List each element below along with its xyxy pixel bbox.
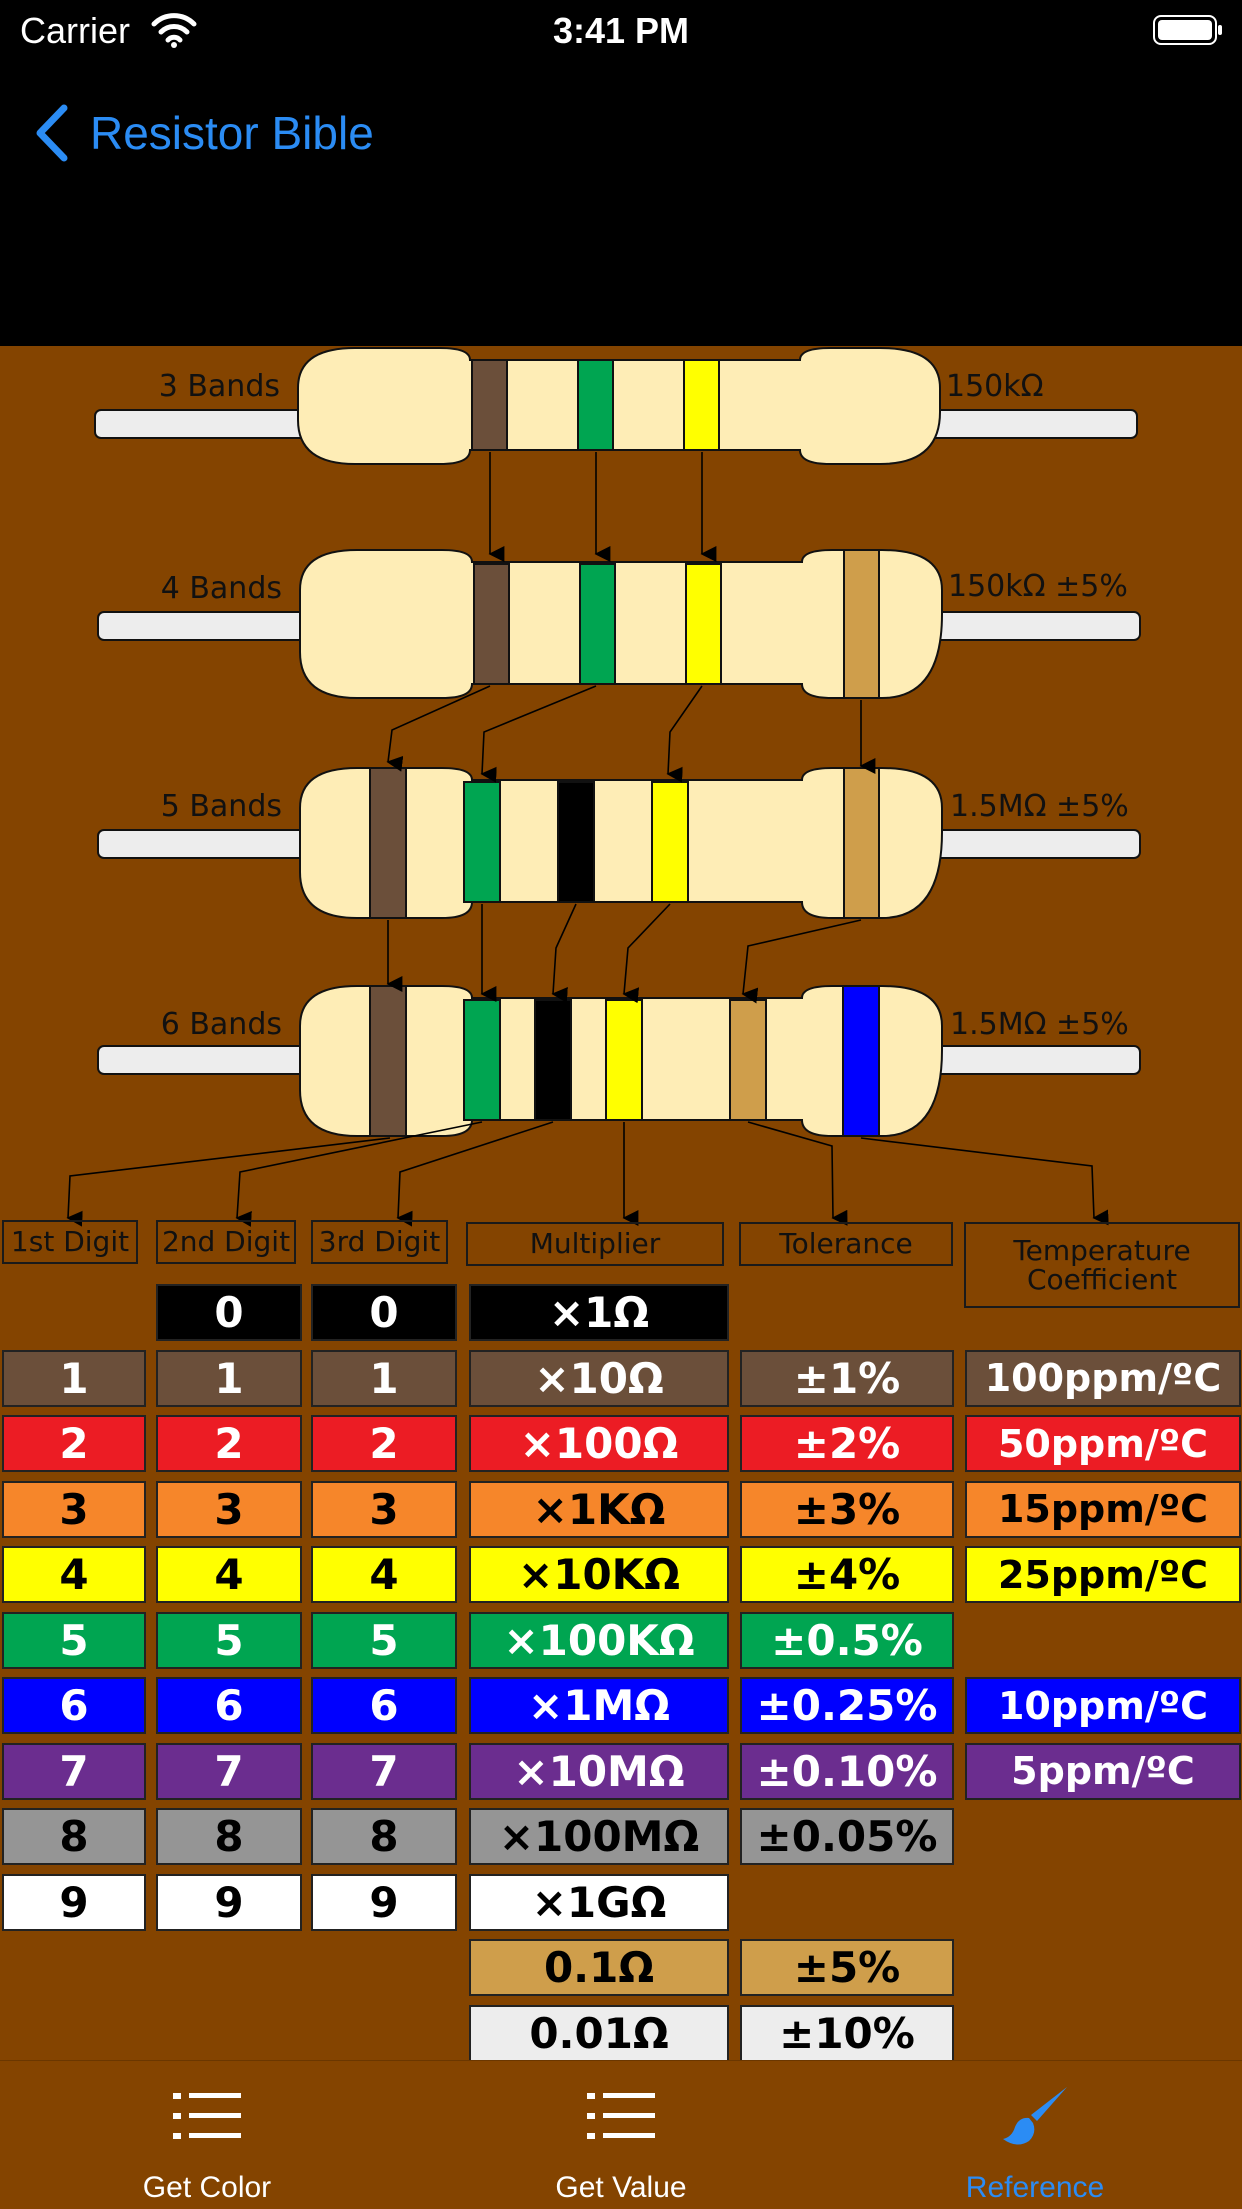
cell-mult-red: ×100Ω [469,1415,729,1472]
cell-temp-brown: 100ppm/ºC [965,1349,1241,1407]
resistor-4-bands [97,549,1141,699]
cell-d2-white: 9 [156,1873,302,1931]
resistor-5-bands [97,767,1141,919]
cell-d3-red: 2 [311,1415,457,1472]
header-2nd-digit: 2nd Digit [156,1220,296,1264]
cell-d1-orange: 3 [2,1480,146,1538]
cell-d3-black: 0 [311,1284,457,1341]
diagram-value-4-bands: 150kΩ ±5% [948,569,1128,604]
cell-d1-yellow: 4 [2,1546,146,1603]
cell-mult-brown: ×10Ω [469,1349,729,1407]
cell-d2-orange: 3 [156,1480,302,1538]
navigation-bar: Resistor Bible [0,62,1242,346]
header-3rd-digit: 3rd Digit [311,1220,448,1264]
cell-mult-orange: ×1KΩ [469,1480,729,1538]
cell-d2-blue: 6 [156,1677,302,1734]
cell-d3-white: 9 [311,1873,457,1931]
cell-d2-red: 2 [156,1415,302,1472]
cell-mult-gold: 0.1Ω [469,1939,729,1996]
chevron-left-icon [36,104,68,162]
tab-get-color[interactable]: Get Color [0,2061,414,2209]
resistor-diagram: 3 Bands 4 Bands 5 Bands 6 Bands 150kΩ 15… [66,347,1141,1227]
diagram-label-6-bands: 6 Bands [161,1007,282,1042]
cell-d3-yellow: 4 [311,1546,457,1603]
resistor-3-bands [94,347,1138,465]
cell-d1-red: 2 [2,1415,146,1472]
cell-mult-black: ×1Ω [469,1284,729,1341]
cell-d2-green: 5 [156,1611,302,1669]
cell-tol-yellow: ±4% [740,1546,954,1603]
cell-d2-violet: 7 [156,1742,302,1800]
diagram-label-4-bands: 4 Bands [161,571,282,606]
cell-mult-violet: ×10MΩ [469,1742,729,1800]
list-icon [173,2093,241,2139]
cell-d3-orange: 3 [311,1480,457,1538]
cell-d3-brown: 1 [311,1349,457,1407]
cell-temp-red: 50ppm/ºC [965,1415,1241,1472]
cell-temp-violet: 5ppm/ºC [965,1742,1241,1800]
paintbrush-icon [1003,2087,1067,2145]
cell-tol-orange: ±3% [740,1480,954,1538]
cell-tol-silver: ±10% [740,2004,954,2060]
tab-reference[interactable]: Reference [828,2061,1242,2209]
cell-mult-gray: ×100MΩ [469,1808,729,1865]
list-icon [587,2093,655,2139]
cell-d1-gray: 8 [2,1808,146,1865]
cell-d2-brown: 1 [156,1349,302,1407]
connector-arrows [66,452,1109,1227]
cell-mult-green: ×100KΩ [469,1611,729,1669]
cell-d1-brown: 1 [2,1349,146,1407]
cell-mult-blue: ×1MΩ [469,1677,729,1734]
cell-d1-violet: 7 [2,1742,146,1800]
header-tolerance: Tolerance [739,1222,953,1266]
cell-d1-white: 9 [2,1873,146,1931]
diagram-value-6-bands: 1.5MΩ ±5% [950,1007,1129,1042]
diagram-label-3-bands: 3 Bands [159,369,280,404]
header-multiplier: Multiplier [466,1222,724,1266]
cell-tol-blue: ±0.25% [740,1677,954,1734]
cell-mult-silver: 0.01Ω [469,2004,729,2060]
cell-tol-red: ±2% [740,1415,954,1472]
tab-reference-label: Reference [965,2171,1105,2204]
cell-temp-yellow: 25ppm/ºC [965,1546,1241,1603]
cell-d2-black: 0 [156,1284,302,1341]
cell-tol-brown: ±1% [740,1349,954,1407]
battery-icon [1153,15,1222,45]
reference-chart: 3 Bands 4 Bands 5 Bands 6 Bands 150kΩ 15… [0,346,1242,2060]
cell-mult-yellow: ×10KΩ [469,1546,729,1603]
header-temperature-coefficient: Temperature Coefficient [964,1222,1240,1308]
cell-d3-gray: 8 [311,1808,457,1865]
cell-tol-gray: ±0.05% [740,1808,954,1865]
back-button[interactable]: Resistor Bible [32,98,374,168]
cell-d3-blue: 6 [311,1677,457,1734]
cell-d1-green: 5 [2,1611,146,1669]
tab-bar: Get Color Get Value Reference [0,2060,1242,2209]
cell-tol-violet: ±0.10% [740,1742,954,1800]
cell-temp-blue: 10ppm/ºC [965,1677,1241,1734]
cell-d2-yellow: 4 [156,1546,302,1603]
tab-get-value-label: Get Value [555,2171,687,2204]
header-1st-digit: 1st Digit [2,1220,138,1264]
wifi-icon [151,13,197,48]
cell-d2-gray: 8 [156,1808,302,1865]
diagram-label-5-bands: 5 Bands [161,789,282,824]
cell-temp-orange: 15ppm/ºC [965,1480,1241,1538]
back-button-label: Resistor Bible [90,107,374,159]
cell-d3-green: 5 [311,1611,457,1669]
diagram-value-5-bands: 1.5MΩ ±5% [950,789,1129,824]
tab-get-color-label: Get Color [142,2171,272,2204]
tab-get-value[interactable]: Get Value [414,2061,828,2209]
cell-mult-white: ×1GΩ [469,1873,729,1931]
diagram-value-3-bands: 150kΩ [946,369,1044,404]
cell-tol-green: ±0.5% [740,1611,954,1669]
cell-tol-gold: ±5% [740,1939,954,1996]
clock: 3:41 PM [552,10,690,51]
cell-d1-blue: 6 [2,1677,146,1734]
cell-d3-violet: 7 [311,1742,457,1800]
resistor-6-bands [97,985,1141,1137]
status-bar: Carrier 3:41 PM [0,0,1242,62]
carrier-label: Carrier [20,10,131,51]
